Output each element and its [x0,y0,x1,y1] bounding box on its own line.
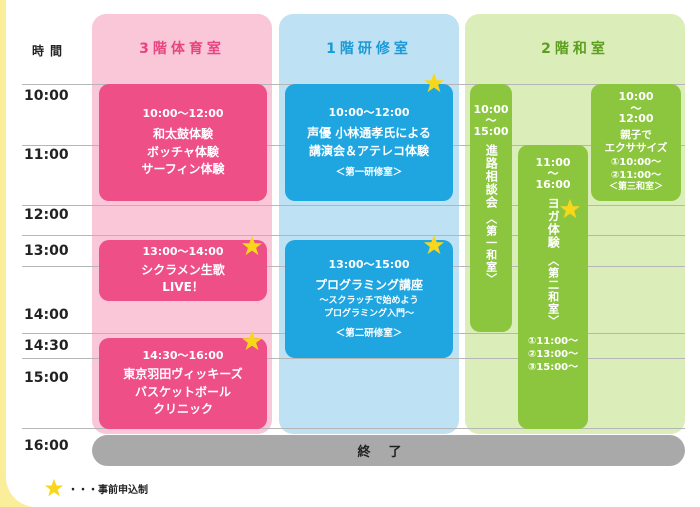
event-subtitle: ～スクラッチで始めよう [319,295,419,306]
event-line: 東京羽田ヴィッキーズ [123,367,243,382]
event-time-start: 10:00 [473,103,509,116]
event-slot: ②11:00～ [610,169,662,181]
event-time-start: 11:00 [535,156,571,169]
event-slot: ①11:00～ [527,336,579,348]
legend: ・・・事前申込制 [44,478,148,498]
event-cyclamen-live: 13:00～14:00 シクラメン生歌 LIVE！ [99,240,267,301]
event-time-end: 15:00 [473,124,509,138]
event-line: 講演会＆アテレコ体験 [308,143,429,158]
event-slot: ③15:00～ [527,362,579,374]
grid-line [22,358,685,359]
event-time-start: 10:00 [618,90,654,104]
legend-text: ・・・事前申込制 [68,484,148,496]
event-slot: ②13:00～ [527,349,579,361]
time-label: 13:00 [24,243,69,259]
event-voice-actor-lecture: 10:00～12:00 声優 小林通孝氏による 講演会＆アテレコ体験 ＜第一研修… [285,84,453,201]
event-career-counseling: 10:00 ～ 15:00 進路相談会 〈第一和室〉 [470,84,512,332]
star-icon [559,198,581,219]
event-room: 〈第一和室〉 [484,213,498,286]
event-time: 13:00～15:00 [328,258,410,272]
event-room: ＜第一研修室＞ [335,166,403,178]
event-basketball-clinic: 14:30～16:00 東京羽田ヴィッキーズ バスケットボール クリニック [99,338,267,429]
event-line: ボッチャ体験 [147,144,219,159]
event-line: LIVE！ [162,280,204,295]
time-label: 14:30 [24,338,69,354]
event-room: ＜第三和室＞ [608,181,663,192]
grid-line [22,235,685,236]
star-icon [241,330,263,351]
event-title: 進路相談会 [484,144,499,210]
time-label: 10:00 [24,88,69,104]
event-parent-child-exercise: 10:00 ～ 12:00 親子で エクササイズ ①10:00～ ②11:00～… [591,84,681,201]
event-slot: ①10:00～ [610,156,662,168]
grid-line [22,205,685,206]
event-subtitle: プログラミング入門～ [323,308,414,319]
event-line: プログラミング講座 [314,278,423,293]
time-header: 時間 [32,44,69,58]
event-line: バスケットボール [134,384,231,399]
time-label: 11:00 [24,147,69,163]
time-label: 14:00 [24,307,69,323]
time-label: 15:00 [24,370,69,386]
event-line: サーフィン体験 [141,162,225,177]
event-line: 声優 小林通孝氏による [307,126,431,141]
grid-line [22,428,685,429]
event-programming-course: 13:00～15:00 プログラミング講座 ～スクラッチで始めよう プログラミン… [285,240,453,358]
event-room: ＜第二研修室＞ [335,327,403,339]
range-tilde: ～ [547,167,559,181]
event-line: エクササイズ [604,142,668,155]
time-label: 12:00 [24,207,69,223]
event-time: 10:00～12:00 [142,107,224,121]
event-line: 和太鼓体験 [152,127,213,142]
event-time: 13:00～14:00 [142,245,224,259]
star-icon [423,72,445,93]
event-time-end: 16:00 [535,177,571,191]
event-line: 親子で [620,128,652,141]
column-title-gym: 3階体育室 [139,41,225,57]
time-label: 16:00 [24,438,69,454]
star-icon [423,234,445,255]
event-title: ヨガ体験 [546,197,561,250]
event-line: シクラメン生歌 [141,263,225,278]
event-room: 〈第二和室〉 [546,255,560,328]
range-tilde: ～ [485,114,497,128]
event-line: クリニック [152,402,213,417]
column-title-washitsu: 2階和室 [541,41,609,57]
event-time-end: 12:00 [618,112,654,126]
range-tilde: ～ [630,101,642,115]
event-yoga: 11:00 ～ 16:00 ヨガ体験 〈第二和室〉 ①11:00～ ②13:00… [518,145,588,429]
event-taiko-boccia-surfing: 10:00～12:00 和太鼓体験 ボッチャ体験 サーフィン体験 [99,84,267,201]
column-title-hall: 1階研修室 [326,41,412,57]
event-time: 10:00～12:00 [328,106,410,120]
star-icon [44,478,64,497]
event-time: 14:30～16:00 [142,349,224,363]
star-icon [241,235,263,256]
end-bar: 終了 [92,435,685,466]
